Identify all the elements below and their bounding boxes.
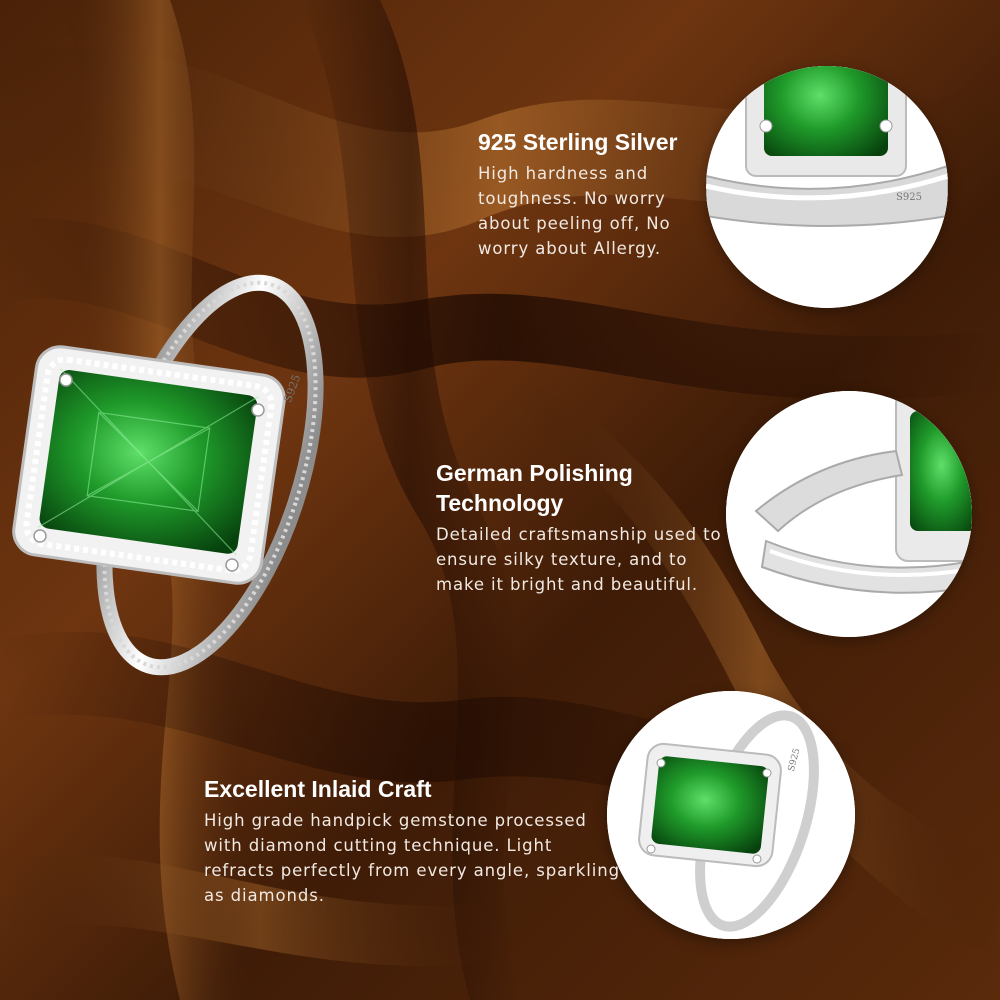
feature-description: High hardness and toughness. No worry ab… [478, 164, 671, 258]
feature-inlaid-craft: Excellent Inlaid Craft High grade handpi… [204, 774, 624, 908]
feature-description: High grade handpick gemstone processed w… [204, 811, 620, 905]
feature-title: 925 Sterling Silver [478, 129, 678, 155]
silver-band-closeup-image [706, 66, 948, 308]
feature-title: Excellent Inlaid Craft [204, 776, 432, 802]
detail-circle-inlaid: S925 [607, 691, 855, 939]
polished-band-closeup-image [726, 391, 972, 637]
detail-circle-silver: S925 [706, 66, 948, 308]
feature-description: Detailed craftsmanship used to ensure si… [436, 525, 722, 594]
detail-circle-polishing [726, 391, 972, 637]
feature-title: German Polishing Technology [436, 460, 633, 516]
emerald-ring-image [12, 274, 324, 676]
inlaid-ring-closeup-image [607, 691, 855, 939]
feature-sterling-silver: 925 Sterling Silver High hardness and to… [478, 127, 718, 261]
circle-ring-stamp: S925 [896, 192, 922, 203]
feature-german-polishing: German Polishing Technology Detailed cra… [436, 458, 736, 597]
